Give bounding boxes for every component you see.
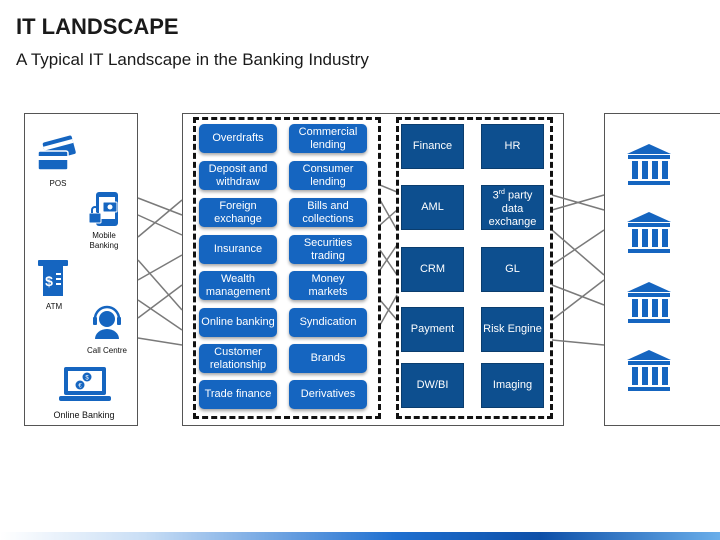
connector-line <box>379 184 398 193</box>
connector-line <box>137 259 183 311</box>
product-box: Commercial lending <box>289 124 367 153</box>
channel-label-mobile-banking: Mobile Banking <box>89 231 119 250</box>
connector-line <box>137 337 183 346</box>
system-box: 3rd party data exchange <box>481 185 544 230</box>
channel-label-online-banking: Online Banking <box>53 410 115 420</box>
headset-icon <box>93 305 121 339</box>
connector-line <box>551 339 605 346</box>
system-box: Finance <box>401 124 464 169</box>
page-title: IT LANDSCAPE <box>16 14 179 39</box>
product-box: Syndication <box>289 308 367 337</box>
product-box: Insurance <box>199 235 277 264</box>
connector-line <box>551 229 605 266</box>
system-label-sup: rd <box>498 189 505 197</box>
product-box: Deposit and withdraw <box>199 161 277 190</box>
connector-line <box>379 249 398 276</box>
product-box: Online banking <box>199 308 277 337</box>
connector-line <box>137 197 183 216</box>
bank-icon <box>627 212 671 253</box>
connector-line <box>379 209 398 226</box>
system-box: AML <box>401 185 464 230</box>
product-box: Trade finance <box>199 380 277 409</box>
connector-line <box>379 294 398 326</box>
connector-line <box>137 214 183 236</box>
system-box: Risk Engine <box>481 307 544 352</box>
system-label-part: party data exchange <box>488 189 537 228</box>
connector-line <box>551 284 605 306</box>
system-box: CRM <box>401 247 464 292</box>
connector-line <box>137 254 183 281</box>
product-box: Customer relationship <box>199 344 277 373</box>
product-box: Consumer lending <box>289 161 367 190</box>
product-box: Derivatives <box>289 380 367 409</box>
credit-card-icon <box>37 135 76 171</box>
connector-line <box>137 299 183 331</box>
footer-gradient-bar <box>0 532 720 540</box>
bank-icon <box>627 350 671 391</box>
channel-label-atm: ATM <box>45 302 63 311</box>
connector-line <box>137 284 183 319</box>
system-box: GL <box>481 247 544 292</box>
page-subtitle: A Typical IT Landscape in the Banking In… <box>16 50 369 69</box>
channel-label-pos: POS <box>49 179 67 188</box>
atm-icon: $ <box>38 260 68 296</box>
products-group <box>193 117 381 419</box>
svg-text:$: $ <box>45 273 53 289</box>
connector-line <box>551 279 605 321</box>
svg-text:€: € <box>78 384 82 390</box>
connector-line <box>551 229 605 276</box>
bank-icon <box>627 282 671 323</box>
product-box: Brands <box>289 344 367 373</box>
systems-group <box>396 117 553 419</box>
product-box: Securities trading <box>289 235 367 264</box>
product-box: Overdrafts <box>199 124 277 153</box>
connector-line <box>551 194 605 211</box>
connector-line <box>379 244 398 271</box>
system-label-part: 3 <box>492 189 499 202</box>
connector-line <box>379 199 398 231</box>
product-box: Wealth management <box>199 271 277 300</box>
connector-line <box>137 199 183 238</box>
laptop-icon: $ € <box>59 367 111 401</box>
system-box: DW/BI <box>401 363 464 408</box>
product-box: Bills and collections <box>289 198 367 227</box>
channel-label-call-centre: Call Centre <box>86 346 127 355</box>
bank-icon <box>627 144 671 185</box>
system-box: Payment <box>401 307 464 352</box>
system-box: Imaging <box>481 363 544 408</box>
product-box: Foreign exchange <box>199 198 277 227</box>
mobile-phone-icon <box>88 192 118 226</box>
system-box: HR <box>481 124 544 169</box>
product-box: Money markets <box>289 271 367 300</box>
svg-text:$: $ <box>85 376 89 382</box>
